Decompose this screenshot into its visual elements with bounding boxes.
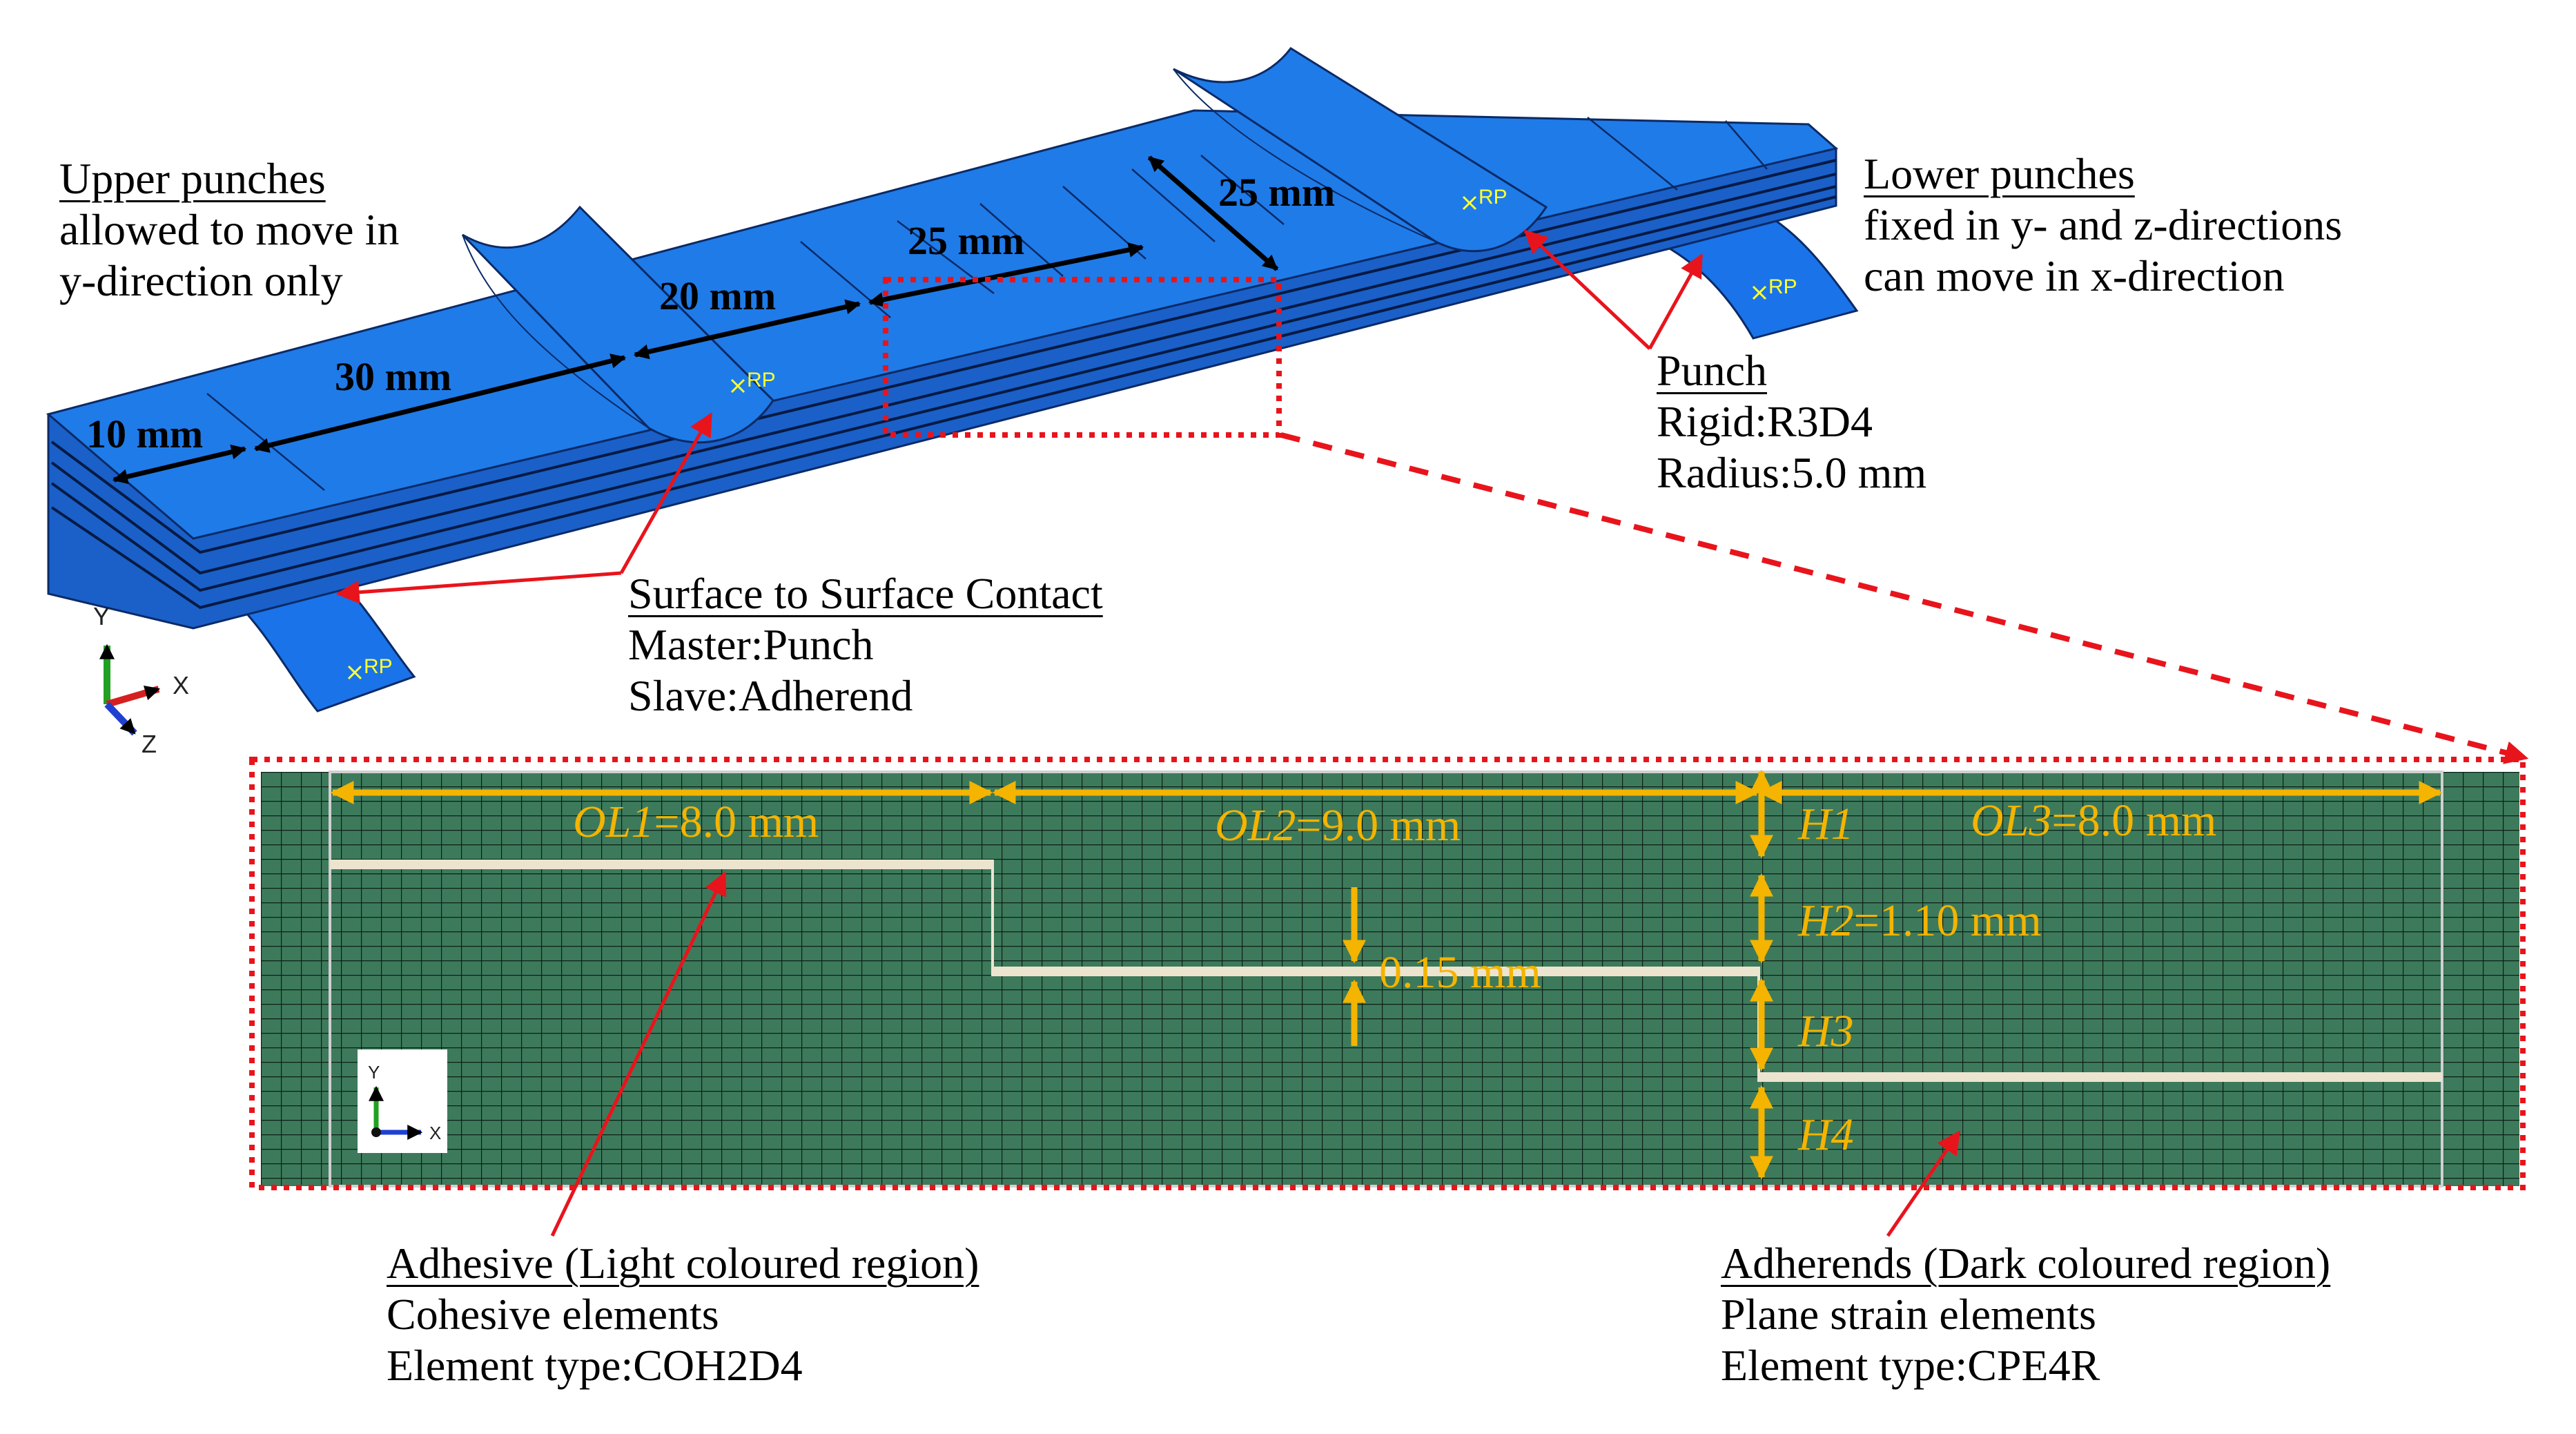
mesh-2d xyxy=(261,771,2519,1188)
punch-title: Punch xyxy=(1657,346,1767,395)
adherends-line2: Element type:CPE4R xyxy=(1721,1341,2100,1391)
rp-label: RP xyxy=(1768,275,1797,298)
punch-line1: Rigid:R3D4 xyxy=(1657,397,1873,447)
callouts-3d xyxy=(335,229,1704,604)
axis-y-label: Y xyxy=(93,602,110,630)
lower-punches-note: Lower punches fixed in y- and z-directio… xyxy=(1864,148,2342,302)
axis-triad-2d: Y X xyxy=(358,1049,447,1153)
contact-line2: Slave:Adherend xyxy=(628,671,913,721)
contact-line1: Master:Punch xyxy=(628,620,874,670)
h2-label: H2=1.10 mm xyxy=(1797,895,2042,946)
thickness-label: 0.15 mm xyxy=(1379,947,1541,998)
adhesive-line1: Cohesive elements xyxy=(387,1290,719,1339)
rp-label: RP xyxy=(1479,186,1507,209)
punch-note: Punch Rigid:R3D4 Radius:5.0 mm xyxy=(1657,345,1926,499)
dim-25mm-a: 25 mm xyxy=(908,218,1024,263)
axis-2d-x-label: X xyxy=(429,1123,441,1143)
dimension-arrows-3d xyxy=(112,155,1279,485)
h4-label: H4 xyxy=(1797,1110,1854,1160)
axis-z-label: Z xyxy=(142,730,157,758)
rp-marker-lower-right: RP xyxy=(1752,275,1797,300)
ol3-label: OL3=8.0 mm xyxy=(1971,795,2216,846)
upper-punches-line2: y-direction only xyxy=(59,256,343,306)
axis-2d-y-label: Y xyxy=(368,1062,380,1083)
upper-punch-right xyxy=(1173,47,1548,253)
adhesive-layer-2 xyxy=(993,967,1759,976)
rp-label: RP xyxy=(747,369,776,391)
adherends-line1: Plane strain elements xyxy=(1721,1290,2096,1339)
lower-punches-line1: fixed in y- and z-directions xyxy=(1864,200,2343,250)
dim-20mm: 20 mm xyxy=(659,273,776,318)
h3-label: H3 xyxy=(1797,1006,1854,1056)
dim-30mm: 30 mm xyxy=(335,354,451,399)
h1-label: H1 xyxy=(1797,799,1854,849)
adhesive-line2: Element type:COH2D4 xyxy=(387,1341,803,1391)
zoom-region-3d xyxy=(883,277,1282,438)
zoom-frame-2d xyxy=(249,757,2526,1190)
adhesive-layer-1 xyxy=(330,860,993,869)
zoom-connector xyxy=(1280,432,2529,764)
adhesive-layer-3 xyxy=(1759,1072,2442,1082)
rp-marker-upper-right: RP xyxy=(1462,186,1507,211)
callouts-2d xyxy=(550,871,1961,1237)
dim-25mm-b: 25 mm xyxy=(1218,170,1335,215)
rp-marker-upper-left: RP xyxy=(730,369,776,394)
rp-label: RP xyxy=(364,655,393,678)
axis-triad-3d: Y X Z xyxy=(93,602,189,758)
rp-marker-lower-left: RP xyxy=(347,655,393,680)
adhesive-title: Adhesive (Light coloured region) xyxy=(387,1239,979,1288)
adherends-note: Adherends (Dark coloured region) Plane s… xyxy=(1721,1238,2330,1392)
plate-layers xyxy=(50,159,1837,610)
punch-line2: Radius:5.0 mm xyxy=(1657,448,1927,498)
lower-punches-title: Lower punches xyxy=(1864,149,2135,198)
contact-note: Surface to Surface Contact Master:Punch … xyxy=(628,568,1103,722)
contact-title: Surface to Surface Contact xyxy=(628,569,1103,618)
ol1-label: OL1=8.0 mm xyxy=(573,797,819,847)
adherends-title: Adherends (Dark coloured region) xyxy=(1721,1239,2331,1288)
upper-punches-note: Upper punches allowed to move in y-direc… xyxy=(59,153,399,307)
upper-punches-line1: allowed to move in xyxy=(59,205,400,255)
axis-x-label: X xyxy=(173,671,189,699)
lower-punches-line2: can move in x-direction xyxy=(1864,251,2285,301)
ol2-label: OL2=9.0 mm xyxy=(1215,800,1461,851)
mesh-dimension-arrows xyxy=(330,769,2443,1180)
adhesive-note: Adhesive (Light coloured region) Cohesiv… xyxy=(387,1238,979,1392)
upper-punches-title: Upper punches xyxy=(59,154,326,203)
dim-10mm: 10 mm xyxy=(86,411,203,456)
